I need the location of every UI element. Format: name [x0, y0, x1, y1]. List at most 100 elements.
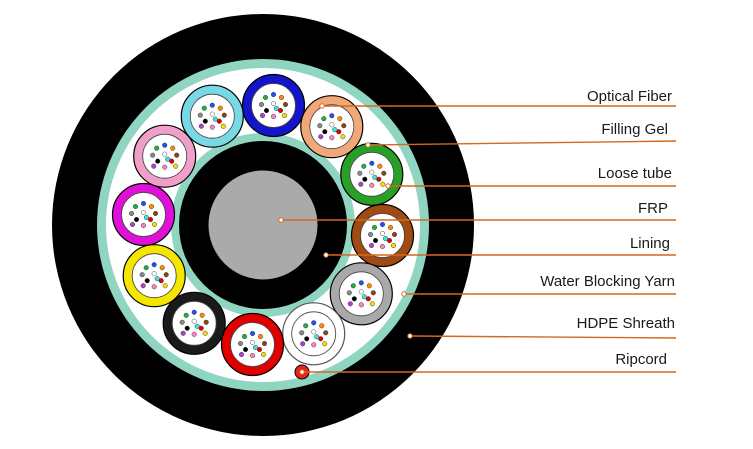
optical-fiber: [357, 170, 363, 176]
optical-fiber: [249, 331, 255, 337]
optical-fiber: [140, 283, 146, 289]
optical-fiber: [183, 312, 189, 318]
optical-fiber: [144, 278, 150, 284]
optical-fiber: [311, 329, 317, 335]
optical-fiber: [264, 107, 270, 113]
optical-fiber: [318, 336, 324, 342]
optical-fiber: [314, 334, 320, 340]
optical-fiber: [151, 271, 157, 277]
optical-fiber: [329, 122, 335, 128]
optical-fiber: [329, 135, 335, 141]
optical-fiber: [332, 127, 338, 133]
leader-filling-gel-dot: [365, 142, 371, 148]
optical-fiber: [317, 123, 323, 129]
optical-fiber: [154, 276, 160, 282]
optical-fiber: [340, 134, 346, 140]
optical-fiber: [257, 347, 263, 353]
optical-fiber: [347, 301, 353, 307]
optical-fiber: [391, 242, 397, 248]
optical-fiber: [351, 296, 357, 302]
optical-fiber: [311, 320, 317, 326]
optical-fiber: [170, 145, 176, 151]
optical-fiber: [252, 345, 258, 351]
optical-fiber: [158, 278, 164, 284]
optical-fiber: [140, 200, 146, 206]
optical-fiber: [241, 334, 247, 340]
optical-fiber: [263, 94, 269, 100]
optical-fiber: [129, 221, 135, 227]
optical-fiber: [319, 323, 325, 329]
optical-fiber: [209, 111, 215, 117]
leader-ripcord-dot: [299, 369, 305, 375]
optical-fiber: [148, 203, 154, 209]
optical-fiber: [209, 124, 215, 130]
optical-fiber: [140, 209, 146, 215]
optical-fiber: [358, 280, 364, 286]
optical-fiber: [202, 330, 208, 336]
optical-fiber: [140, 222, 146, 228]
optical-fiber: [380, 181, 386, 187]
optical-fiber: [329, 113, 335, 119]
label-ripcord: Ripcord: [615, 351, 667, 368]
optical-fiber: [361, 294, 367, 300]
optical-fiber: [150, 152, 156, 158]
optical-fiber: [271, 100, 277, 106]
optical-fiber: [249, 353, 255, 359]
optical-fiber: [194, 323, 200, 329]
label-optical-fiber: Optical Fiber: [587, 88, 672, 105]
optical-fiber: [162, 164, 168, 170]
optical-fiber: [358, 289, 364, 295]
optical-fiber: [369, 301, 375, 307]
optical-fiber: [259, 101, 265, 107]
optical-fiber: [169, 158, 175, 164]
optical-fiber: [197, 112, 203, 118]
optical-fiber: [376, 176, 382, 182]
optical-fiber: [369, 160, 375, 166]
optical-fiber: [242, 347, 248, 353]
optical-fiber: [212, 116, 218, 122]
optical-fiber: [262, 341, 268, 347]
optical-fiber: [220, 123, 226, 129]
optical-fiber: [303, 323, 309, 329]
frp-core: [207, 169, 319, 281]
optical-fiber: [321, 116, 327, 122]
leader-frp-dot: [278, 217, 284, 223]
optical-fiber: [283, 101, 289, 107]
optical-fiber: [217, 105, 223, 111]
optical-fiber: [358, 181, 364, 187]
optical-fiber: [202, 118, 208, 124]
optical-fiber: [260, 112, 266, 118]
label-hdpe-sheath: HDPE Shreath: [577, 315, 675, 332]
optical-fiber: [336, 129, 342, 135]
optical-fiber: [163, 272, 169, 278]
optical-fiber: [311, 342, 317, 348]
optical-fiber: [180, 330, 186, 336]
optical-fiber: [132, 203, 138, 209]
optical-fiber: [165, 156, 171, 162]
optical-fiber: [199, 312, 205, 318]
optical-fiber: [198, 325, 204, 331]
optical-fiber: [143, 265, 149, 271]
leader-lining-dot: [323, 252, 329, 258]
optical-fiber: [191, 318, 197, 324]
optical-fiber: [155, 158, 161, 164]
optical-fiber: [387, 237, 393, 243]
optical-fiber: [377, 163, 383, 169]
optical-fiber: [191, 309, 197, 315]
optical-fiber: [337, 116, 343, 122]
optical-fiber: [151, 163, 157, 169]
optical-fiber: [369, 242, 375, 248]
leader-hdpe-sheath: [409, 335, 677, 339]
optical-fiber: [322, 129, 328, 135]
optical-fiber: [370, 290, 376, 296]
optical-fiber: [201, 105, 207, 111]
optical-fiber: [279, 94, 285, 100]
optical-fiber: [358, 302, 364, 308]
optical-fiber: [179, 319, 185, 325]
optical-fiber: [346, 290, 352, 296]
label-loose-tube: Loose tube: [598, 165, 672, 182]
optical-fiber: [198, 123, 204, 129]
optical-fiber: [369, 182, 375, 188]
optical-fiber: [365, 296, 371, 302]
